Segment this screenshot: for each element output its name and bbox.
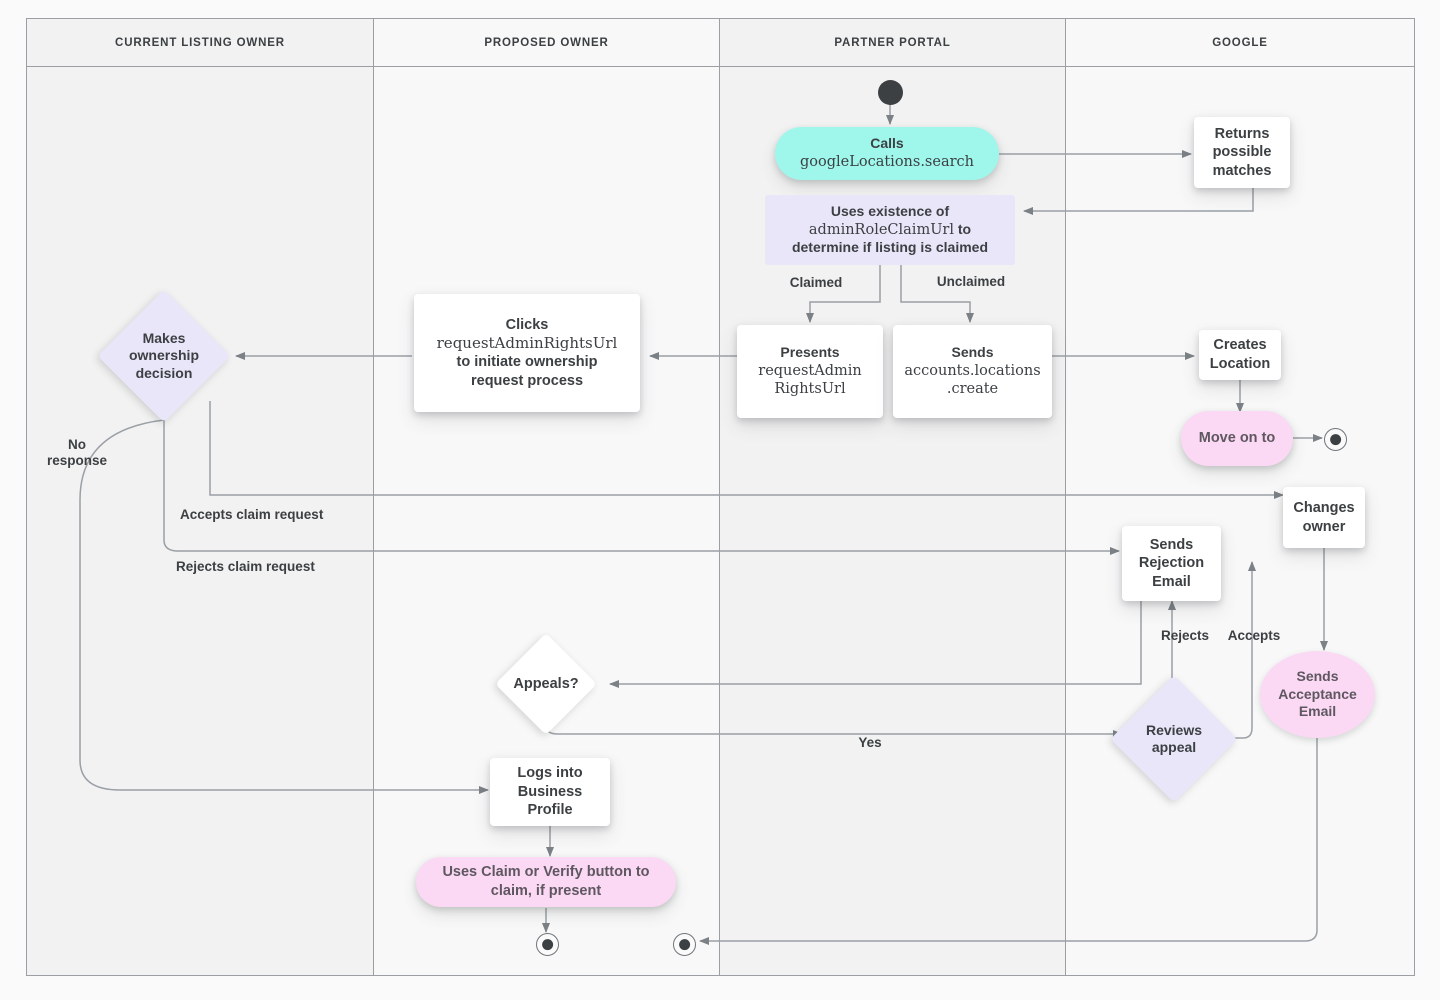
node-code-token: adminRoleClaimUrl — [808, 221, 954, 238]
node-text: Appeals? — [513, 675, 579, 692]
lane-divider-2 — [719, 19, 720, 975]
node-creates-location[interactable]: Creates Location — [1199, 330, 1281, 380]
node-sends-accounts-locations-create[interactable]: Sends accounts.locations .create — [893, 325, 1052, 418]
node-uses-existence-of-adminroleclaimurl[interactable]: Uses existence of adminRoleClaimUrl to d… — [765, 195, 1015, 265]
node-line-1: Presents — [780, 344, 840, 360]
lane-divider-3 — [1065, 19, 1066, 975]
end-terminator-google — [1324, 428, 1347, 451]
node-makes-ownership-decision[interactable]: Makes ownership decision — [97, 289, 231, 423]
node-text: Logs into Business Profile — [517, 765, 583, 819]
edge-label-yes: Yes — [858, 735, 882, 750]
node-changes-owner[interactable]: Changes owner — [1283, 487, 1365, 548]
node-text: Sends Rejection Email — [1138, 536, 1205, 590]
node-line-2: requestAdminRightsUrl — [436, 334, 618, 353]
lane-header-label: PARTNER PORTAL — [834, 36, 951, 49]
lane-header-google: GOOGLE — [1066, 19, 1414, 67]
node-presents-requestadminrightsurl[interactable]: Presents requestAdmin RightsUrl — [737, 325, 883, 418]
node-line-2-tail: to — [953, 220, 972, 237]
node-line-1: Uses existence of — [830, 202, 950, 219]
edge-label-accepts: Accepts — [1227, 628, 1281, 643]
lane-header-current-listing-owner: CURRENT LISTING OWNER — [27, 19, 373, 67]
edge-label-accepts-claim-request: Accepts claim request — [180, 507, 324, 522]
node-logs-into-business-profile[interactable]: Logs into Business Profile — [490, 758, 610, 826]
node-line-2: googleLocations.search — [799, 154, 974, 171]
node-reviews-appeal-decision[interactable]: Reviews appeal — [1110, 675, 1238, 803]
lane-header-label: CURRENT LISTING OWNER — [115, 36, 285, 49]
node-line-1: Sends — [951, 344, 994, 360]
node-line-3: .create — [946, 381, 999, 398]
node-text: Reviews appeal — [1145, 721, 1203, 756]
node-line-3: determine if listing is claimed — [791, 239, 989, 256]
end-terminator-proposed-owner — [536, 933, 559, 956]
lane-header-label: GOOGLE — [1212, 36, 1268, 49]
lane-divider-1 — [373, 19, 374, 975]
node-line-3: to initiate ownership — [456, 354, 598, 371]
node-line-2: accounts.locations — [904, 362, 1041, 379]
node-text: Uses Claim or Verify button to claim, if… — [442, 863, 650, 899]
node-clicks-requestadminrightsurl[interactable]: Clicks requestAdminRightsUrl to initiate… — [414, 294, 640, 412]
node-move-on-to[interactable]: Move on to — [1181, 411, 1293, 466]
node-text: Creates Location — [1209, 337, 1271, 372]
edge-label-rejects: Rejects — [1160, 628, 1210, 643]
node-text: Returns possible matches — [1212, 125, 1272, 179]
node-sends-acceptance-email[interactable]: Sends Acceptance Email — [1260, 651, 1375, 738]
lane-background-current-listing-owner — [27, 19, 373, 975]
edge-label-unclaimed: Unclaimed — [936, 274, 1006, 289]
node-sends-rejection-email[interactable]: Sends Rejection Email — [1122, 526, 1221, 601]
node-text: Move on to — [1198, 430, 1276, 447]
node-appeals-decision[interactable]: Appeals? — [495, 633, 597, 735]
node-text: Makes ownership decision — [128, 329, 199, 381]
end-terminator-partner-portal — [673, 933, 696, 956]
lane-header-partner-portal: PARTNER PORTAL — [720, 19, 1065, 67]
node-text: Sends Acceptance Email — [1278, 667, 1357, 720]
lane-header-label: PROPOSED OWNER — [484, 36, 609, 49]
node-line-1: Calls — [870, 135, 904, 152]
node-calls-googlelocations-search[interactable]: Calls googleLocations.search — [775, 127, 999, 180]
node-line-3: RightsUrl — [774, 381, 846, 398]
node-line-2: requestAdmin — [758, 362, 862, 379]
node-uses-claim-or-verify-button[interactable]: Uses Claim or Verify button to claim, if… — [416, 857, 676, 907]
node-line-1: Clicks — [505, 316, 549, 333]
edge-label-no-response: No response — [46, 437, 108, 469]
lane-header-proposed-owner: PROPOSED OWNER — [374, 19, 719, 67]
start-terminator — [878, 80, 903, 105]
edge-label-claimed: Claimed — [789, 275, 843, 290]
node-line-4: request process — [470, 372, 584, 389]
lane-background-proposed-owner — [374, 19, 719, 975]
node-returns-possible-matches[interactable]: Returns possible matches — [1194, 117, 1290, 188]
node-text: Changes owner — [1293, 499, 1355, 535]
edge-label-rejects-claim-request: Rejects claim request — [176, 559, 315, 574]
